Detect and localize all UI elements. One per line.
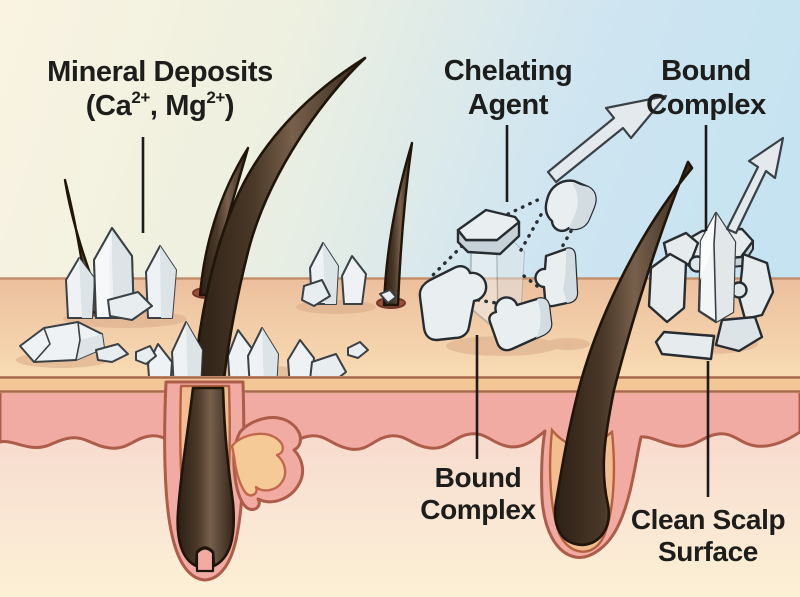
release-arrow-icon [546,94,668,184]
crystal-cluster-right [301,242,367,307]
hair-follicle-left [163,380,305,582]
chelating-agent-cluster [418,179,597,352]
chelator-molecules [418,179,597,352]
hair-strand-right [553,160,694,547]
chelator-molecule [714,315,764,353]
bound-crystal [697,211,737,324]
bound-complex [647,211,775,361]
stratum-corneum-band [0,376,800,393]
release-arrows [546,94,785,235]
crystal-chunk-bottom-left [19,321,129,363]
dermal-papilla-notch [195,547,215,573]
label-mineral-deposits: Mineral Deposits (Ca2+, Mg2+) [47,55,273,123]
label-bound-complex-top: Bound Complex [646,55,766,121]
label-pointer-lines [141,125,710,497]
mineral-deposit-crystals [19,227,449,391]
chelator-molecule [418,265,488,342]
chelator-molecule [647,252,688,324]
release-arrow-icon [725,136,785,235]
label-clean-scalp-surface: Clean Scalp Surface [630,504,786,567]
chelator-molecule [456,208,521,242]
crystal-cluster-left [65,227,177,321]
mineral-deposits-formula: (Ca2+, Mg2+) [85,88,235,122]
label-bound-complex-bottom: Bound Complex [420,462,536,525]
hair-strand [382,141,414,307]
label-chelating-agent: Chelating Agent [443,55,573,121]
sebaceous-gland-inner [230,432,287,497]
chelator-molecule [654,330,716,361]
mineral-deposits-title: Mineral Deposits [47,56,273,88]
